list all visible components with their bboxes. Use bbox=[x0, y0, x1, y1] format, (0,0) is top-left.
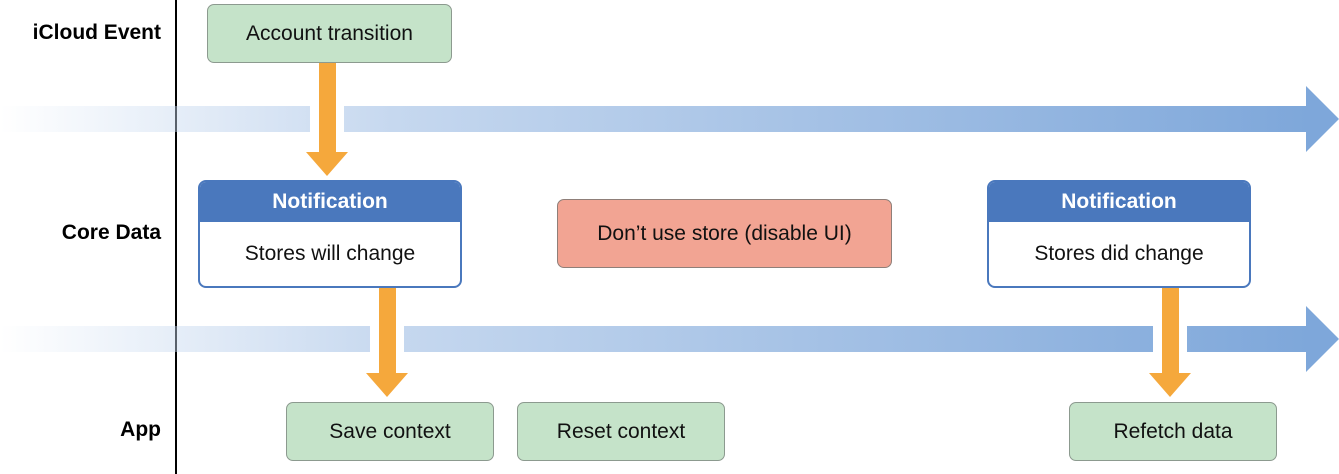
flow-arrow-shaft bbox=[1162, 287, 1179, 375]
notification-stores-will-change: Notification Stores will change bbox=[198, 180, 462, 288]
flow-arrow-shaft bbox=[319, 63, 336, 154]
reset-context-box: Reset context bbox=[517, 402, 725, 461]
lower-timeline-arrowhead bbox=[1306, 306, 1339, 372]
notification-header: Notification bbox=[200, 182, 460, 222]
flow-arrow-head bbox=[366, 373, 408, 397]
row-label-core-data: Core Data bbox=[61, 221, 161, 244]
upper-timeline-arrow bbox=[0, 106, 1310, 132]
save-context-box: Save context bbox=[286, 402, 494, 461]
row-label-divider bbox=[175, 0, 177, 474]
row-label-icloud-event: iCloud Event bbox=[32, 21, 161, 44]
notification-stores-did-change: Notification Stores did change bbox=[987, 180, 1251, 288]
dont-use-store-box: Don’t use store (disable UI) bbox=[557, 199, 892, 268]
account-transition-box: Account transition bbox=[207, 4, 452, 63]
lower-timeline-arrow bbox=[0, 326, 1310, 352]
notification-header: Notification bbox=[989, 182, 1249, 222]
refetch-data-box: Refetch data bbox=[1069, 402, 1277, 461]
notification-body: Stores did change bbox=[1034, 242, 1204, 265]
row-label-app: App bbox=[120, 418, 161, 441]
notification-body: Stores will change bbox=[244, 242, 416, 265]
flow-arrow-head bbox=[1149, 373, 1191, 397]
upper-timeline-arrowhead bbox=[1306, 86, 1339, 152]
flow-arrow-shaft bbox=[379, 287, 396, 375]
flow-arrow-head bbox=[306, 152, 348, 176]
